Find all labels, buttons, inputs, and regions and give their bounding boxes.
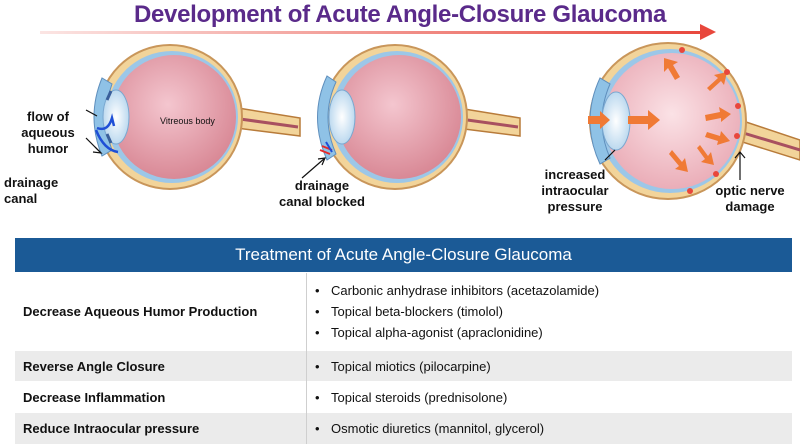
progression-arrow-line (40, 31, 705, 34)
table-row: Decrease Aqueous Humor Production Carbon… (15, 272, 792, 351)
medication-item: Topical miotics (pilocarpine) (315, 356, 784, 377)
pressure-points-icon (679, 47, 741, 194)
increased-intraocular-pressure-label: increased intraocular pressure (541, 167, 609, 214)
treatment-medications: Topical steroids (prednisolone) (306, 381, 792, 413)
treatment-goal: Decrease Inflammation (15, 381, 307, 413)
vitreous (337, 55, 461, 179)
eye-normal (85, 44, 301, 190)
flow-arrow (96, 113, 116, 131)
medication-item: Carbonic anhydrase inhibitors (acetazola… (315, 280, 784, 301)
table-row: Reverse Angle Closure Topical miotics (p… (15, 350, 792, 382)
flow-of-aqueous-humor-label: flow of aqueous humor (21, 109, 75, 156)
eye-illustrations (85, 42, 800, 200)
treatment-medications: Osmotic diuretics (mannitol, glycerol) (306, 412, 792, 444)
page-title: Development of Acute Angle-Closure Glauc… (133, 1, 667, 28)
optic-nerve-damage-label: optic nerve damage (715, 183, 785, 214)
treatment-table-title: Treatment of Acute Angle-Closure Glaucom… (15, 238, 792, 273)
table-row: Reduce Intraocular pressure Osmotic diur… (15, 412, 792, 444)
eye-pressure (588, 42, 800, 200)
medication-item: Topical steroids (prednisolone) (315, 387, 784, 408)
vitreous (112, 55, 236, 179)
treatment-goal: Reduce Intraocular pressure (15, 412, 307, 444)
drainage-canal-label: drainage canal (4, 175, 59, 206)
treatment-medications: Topical miotics (pilocarpine) (306, 350, 792, 382)
eye-blocked (301, 44, 521, 190)
medication-item: Topical beta-blockers (timolol) (315, 301, 784, 322)
treatment-goal: Reverse Angle Closure (15, 350, 307, 382)
table-row: Decrease Inflammation Topical steroids (… (15, 381, 792, 413)
medication-item: Topical alpha-agonist (apraclonidine) (315, 322, 784, 343)
medication-item: Osmotic diuretics (mannitol, glycerol) (315, 418, 784, 439)
vitreous-body-label: Vitreous body (160, 116, 215, 126)
treatment-table: Treatment of Acute Angle-Closure Glaucom… (15, 238, 792, 444)
treatment-medications: Carbonic anhydrase inhibitors (acetazola… (306, 272, 792, 351)
lens (328, 89, 356, 145)
treatment-goal: Decrease Aqueous Humor Production (15, 272, 307, 351)
drainage-canal-blocked-label: drainage canal blocked (279, 178, 365, 209)
lens (102, 89, 130, 145)
pressure-arrows-icon (588, 58, 731, 172)
progression-arrow-head-icon (700, 24, 716, 40)
